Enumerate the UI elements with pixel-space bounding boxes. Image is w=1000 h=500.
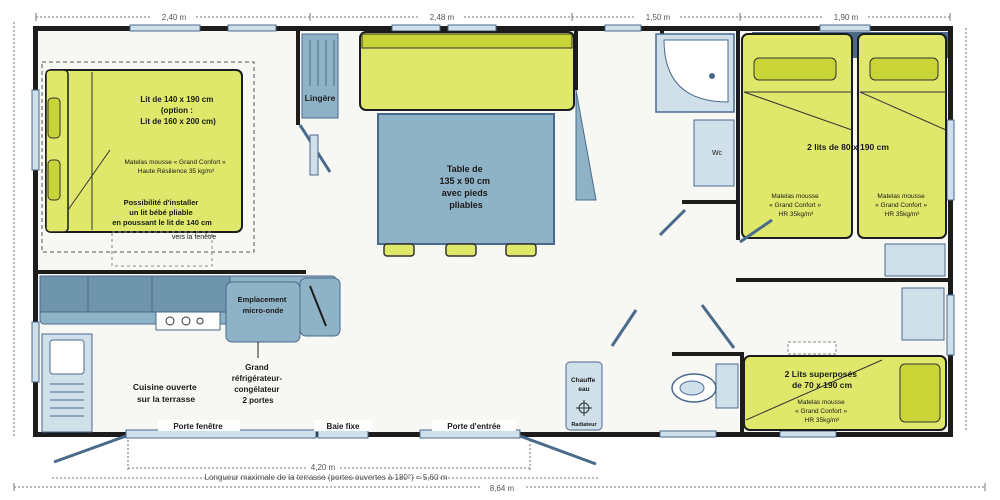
bed1-label: Lit de 140 x 190 cm (option : Lit de 160… — [140, 95, 216, 126]
burner-1 — [165, 316, 175, 326]
bunk-mattress: Matelas mousse « Grand Confort » HR 35kg… — [795, 399, 849, 424]
burner-2 — [181, 316, 191, 326]
kitchen-label: Cuisine ouverte sur la terrasse — [133, 382, 199, 404]
bedroom2-door — [739, 218, 773, 244]
bedroom2-mattress-left: Matelas mousse « Grand Confort » HR 35kg… — [769, 193, 823, 218]
fixed-bay-label: Baie fixe — [327, 422, 360, 431]
boiler-heat-label: Radiateur — [571, 422, 597, 428]
entrance-label: Porte d'entrée — [447, 422, 501, 431]
shower-drain — [709, 73, 715, 79]
table-label: Table de 135 x 90 cm avec pieds pliables — [439, 164, 492, 210]
bed-140-sheet — [67, 72, 111, 230]
interior-walls — [36, 30, 948, 434]
bunk-bed — [743, 355, 947, 431]
shower-tray — [663, 39, 729, 103]
bunk-label: 2 Lits superposés de 70 x 190 cm — [785, 369, 860, 390]
dim-top-2: 2,48 m — [430, 13, 455, 22]
bedroom3-closet — [901, 287, 945, 341]
fridge-freezer — [299, 277, 341, 337]
pillow-1 — [47, 97, 61, 139]
bedroom2-label: 2 lits de 80 x 190 cm — [807, 142, 889, 152]
bed1-alt-outline — [41, 61, 255, 253]
fridge-label: Grand réfrigérateur- congélateur 2 porte… — [232, 363, 284, 405]
water-heater — [565, 361, 603, 431]
bed1-mattress: Matelas mousse « Grand Confort » Haute R… — [125, 159, 228, 175]
dim-terrace-note: Longueur maximale de la terrasse (portes… — [205, 473, 448, 482]
table — [377, 113, 555, 245]
bench-seat — [359, 31, 575, 111]
bed-140-pillars — [45, 69, 69, 233]
dim-top-3: 1,50 m — [646, 13, 671, 22]
wc-top-label: Wc — [712, 150, 723, 157]
pillow-2 — [47, 159, 61, 201]
dim-terrace: 4,20 m — [311, 463, 336, 472]
hall-door-right — [700, 304, 736, 349]
chairs — [383, 243, 537, 257]
dim-top-1: 2,40 m — [162, 13, 187, 22]
hall-door-left — [610, 309, 638, 347]
linen-label: Lingère — [305, 93, 336, 103]
wc-seat — [679, 380, 705, 396]
drainer — [50, 383, 84, 417]
bedroom1-closet-door — [309, 134, 319, 176]
bedroom2-mattress-right: Matelas mousse « Grand Confort » HR 35kg… — [875, 193, 929, 218]
twin-sheet-left — [743, 91, 853, 131]
fixed-bay — [317, 429, 369, 439]
pillow-5 — [899, 363, 941, 423]
twin-sheet-right — [859, 91, 947, 131]
french-window-leaf-left — [53, 434, 127, 464]
dim-total: 8,64 m — [490, 484, 515, 493]
bedroom2-closet — [884, 243, 946, 277]
bunk-ladder — [787, 341, 837, 355]
microwave-label: Emplacement micro-onde — [238, 295, 289, 315]
baby-bed-outline — [111, 231, 213, 267]
burner-3 — [196, 317, 204, 325]
bunk-sheet — [745, 359, 883, 421]
boiler-label: Chauffe eau — [571, 377, 597, 393]
bathroom-door — [658, 208, 687, 237]
fridge-door-line — [309, 285, 327, 327]
pillow-3 — [753, 57, 837, 81]
twin-bed-right — [857, 33, 947, 239]
pillow-4 — [869, 57, 939, 81]
entrance-door-leaf — [519, 434, 597, 466]
wc-cistern — [715, 363, 739, 409]
washbasin-unit — [693, 119, 735, 187]
hob — [155, 311, 221, 331]
bathroom-door-leaf — [575, 89, 597, 201]
twin-bed-left — [741, 33, 853, 239]
french-window-label: Porte fenêtre — [173, 422, 223, 431]
bed1-window-note: vers la fenêtre — [172, 234, 216, 241]
linen-closet — [301, 33, 339, 119]
upper-cabinets — [39, 275, 231, 313]
dim-top-4: 1,90 m — [834, 13, 859, 22]
entrance-door — [419, 429, 521, 439]
french-window — [125, 429, 317, 439]
linen-hangers — [309, 40, 335, 86]
bench-backrest — [361, 33, 573, 49]
sink — [49, 339, 85, 375]
windows — [31, 24, 955, 438]
bed1-baby-note: Possibilité d'installer un lit bébé plia… — [112, 198, 212, 227]
